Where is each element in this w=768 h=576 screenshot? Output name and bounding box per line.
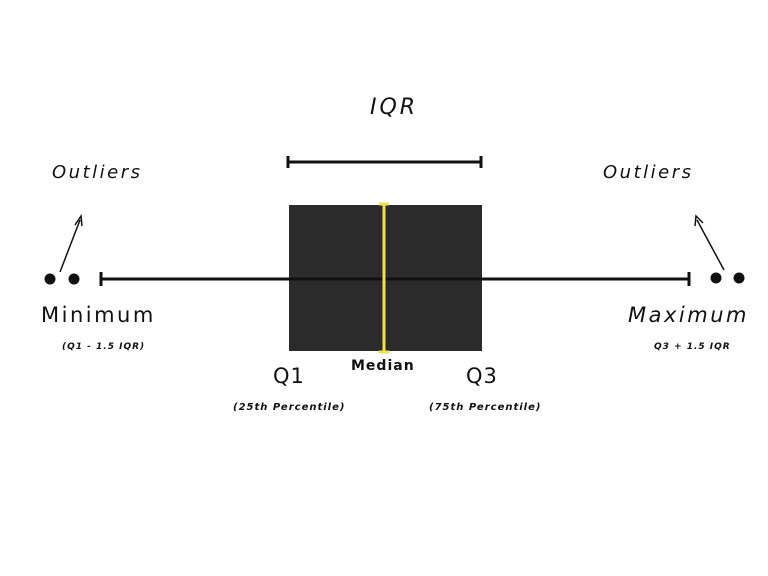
minimum-label: Minimum	[41, 303, 156, 327]
outlier-point-right-1	[710, 272, 722, 284]
q1-percentile-label: (25th Percentile)	[233, 402, 346, 413]
iqr-label: IQR	[369, 95, 419, 120]
outliers-left-label: Outliers	[52, 162, 143, 183]
outlier-point-left-2	[68, 273, 80, 285]
outlier-point-right-2	[733, 272, 745, 284]
maximum-label: Maximum	[628, 303, 749, 327]
minimum-formula: (Q1 - 1.5 IQR)	[62, 342, 146, 352]
arrow-up-right-icon	[694, 214, 725, 271]
outliers-right-label: Outliers	[603, 162, 694, 183]
outlier-point-left-1	[44, 273, 56, 285]
q1-label: Q1	[273, 364, 305, 388]
arrow-up-left-icon	[59, 213, 83, 273]
maximum-formula: Q3 + 1.5 IQR	[654, 342, 731, 352]
q3-label: Q3	[466, 364, 498, 388]
median-label: Median	[351, 358, 415, 374]
q3-percentile-label: (75th Percentile)	[429, 402, 542, 413]
